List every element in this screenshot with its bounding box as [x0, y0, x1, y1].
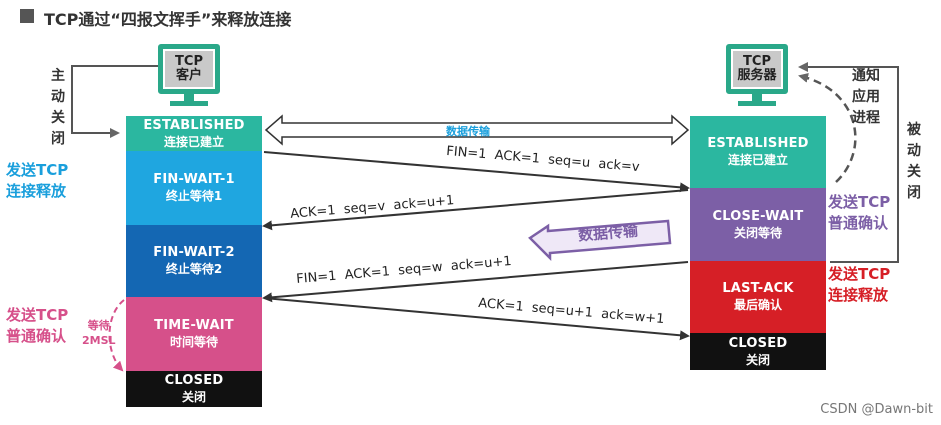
client-state-established-cn: 连接已建立 — [163, 134, 224, 149]
active-close-line — [71, 65, 158, 138]
client-send-release-line2: 连接释放 — [6, 182, 67, 200]
msg-fin2-arrow — [262, 261, 689, 303]
client-state-closed: CLOSED 关闭 — [126, 371, 262, 407]
server-send-release-label: 发送TCP 连接释放 — [828, 264, 890, 306]
client-state-closed-cn: 关闭 — [181, 390, 206, 404]
client-state-fin-wait-1-en: FIN-WAIT-1 — [153, 172, 235, 187]
server-monitor-base — [738, 101, 776, 106]
server-state-closed-en: CLOSED — [728, 335, 788, 351]
msg-fin1-arrow — [263, 151, 690, 193]
server-computer-icon: TCP 服务器 — [726, 44, 788, 94]
server-state-established-cn: 连接已建立 — [727, 153, 788, 167]
server-state-established: ESTABLISHED 连接已建立 — [690, 116, 826, 188]
server-send-ack-line1: 发送TCP — [828, 193, 891, 211]
client-state-time-wait-en: TIME-WAIT — [154, 318, 234, 333]
server-label-line2: 服务器 — [737, 68, 777, 83]
passive-close-label: 被动关闭 — [907, 122, 921, 201]
client-send-ack-line1: 发送TCP — [6, 306, 69, 324]
server-monitor-neck — [752, 94, 762, 102]
wait-2msl-line2: 2MSL — [82, 334, 116, 347]
msg-ack2-arrow — [263, 297, 690, 341]
server-state-close-wait-en: CLOSE-WAIT — [712, 208, 804, 224]
client-monitor-base — [170, 101, 208, 106]
server-state-established-en: ESTABLISHED — [707, 136, 809, 151]
server-state-close-wait-cn: 关闭等待 — [733, 225, 782, 240]
client-state-time-wait: TIME-WAIT 时间等待 — [126, 297, 262, 371]
server-data-transfer-arrow — [528, 219, 672, 262]
server-send-release-line2: 连接释放 — [828, 286, 889, 304]
wait-2msl-label: 等待 2MSL — [82, 318, 116, 348]
server-state-last-ack-en: LAST-ACK — [722, 281, 794, 296]
title-square-icon — [20, 9, 34, 23]
server-label-line1: TCP — [743, 54, 771, 69]
server-send-release-line1: 发送TCP — [828, 265, 891, 283]
client-send-release-label: 发送TCP 连接释放 — [6, 160, 68, 202]
notify-app-label: 通知应用进程 — [852, 68, 880, 126]
diagram-title: TCP通过“四报文挥手”来释放连接 — [44, 10, 292, 29]
msg-ack1-arrow — [262, 189, 689, 231]
client-state-fin-wait-2-en: FIN-WAIT-2 — [153, 245, 235, 260]
client-state-time-wait-cn: 时间等待 — [169, 335, 218, 349]
client-state-established: ESTABLISHED 连接已建立 — [126, 116, 262, 151]
data-transfer-double-arrow — [264, 114, 690, 146]
server-state-closed-cn: 关闭 — [745, 352, 770, 367]
client-send-release-line1: 发送TCP — [6, 161, 69, 179]
client-send-ack-label: 发送TCP 普通确认 — [6, 305, 68, 347]
server-send-ack-line2: 普通确认 — [828, 214, 889, 232]
client-state-fin-wait-1-cn: 终止等待1 — [165, 189, 223, 203]
client-state-closed-en: CLOSED — [164, 373, 224, 388]
data-transfer-both-label: 数据传输 — [446, 125, 490, 138]
passive-close-line — [798, 62, 899, 263]
client-label-line1: TCP — [175, 54, 203, 69]
watermark: CSDN @Dawn-bit — [820, 402, 933, 417]
server-state-last-ack-cn: 最后确认 — [733, 298, 782, 312]
client-state-fin-wait-2-cn: 终止等待2 — [165, 262, 223, 276]
client-computer-icon: TCP 客户 — [158, 44, 220, 94]
client-label-line2: 客户 — [175, 68, 202, 83]
active-close-label: 主动关闭 — [51, 68, 65, 147]
server-send-ack-label: 发送TCP 普通确认 — [828, 192, 890, 234]
client-monitor-neck — [184, 94, 194, 102]
server-state-close-wait: CLOSE-WAIT 关闭等待 — [690, 188, 826, 261]
client-send-ack-line2: 普通确认 — [6, 327, 67, 345]
client-state-fin-wait-2: FIN-WAIT-2 终止等待2 — [126, 225, 262, 297]
notify-app-curve — [798, 72, 857, 183]
client-state-established-en: ESTABLISHED — [143, 117, 245, 133]
wait-2msl-line1: 等待 — [87, 319, 110, 332]
client-state-fin-wait-1: FIN-WAIT-1 终止等待1 — [126, 151, 262, 225]
server-state-closed: CLOSED 关闭 — [690, 333, 826, 370]
server-state-last-ack: LAST-ACK 最后确认 — [690, 261, 826, 333]
